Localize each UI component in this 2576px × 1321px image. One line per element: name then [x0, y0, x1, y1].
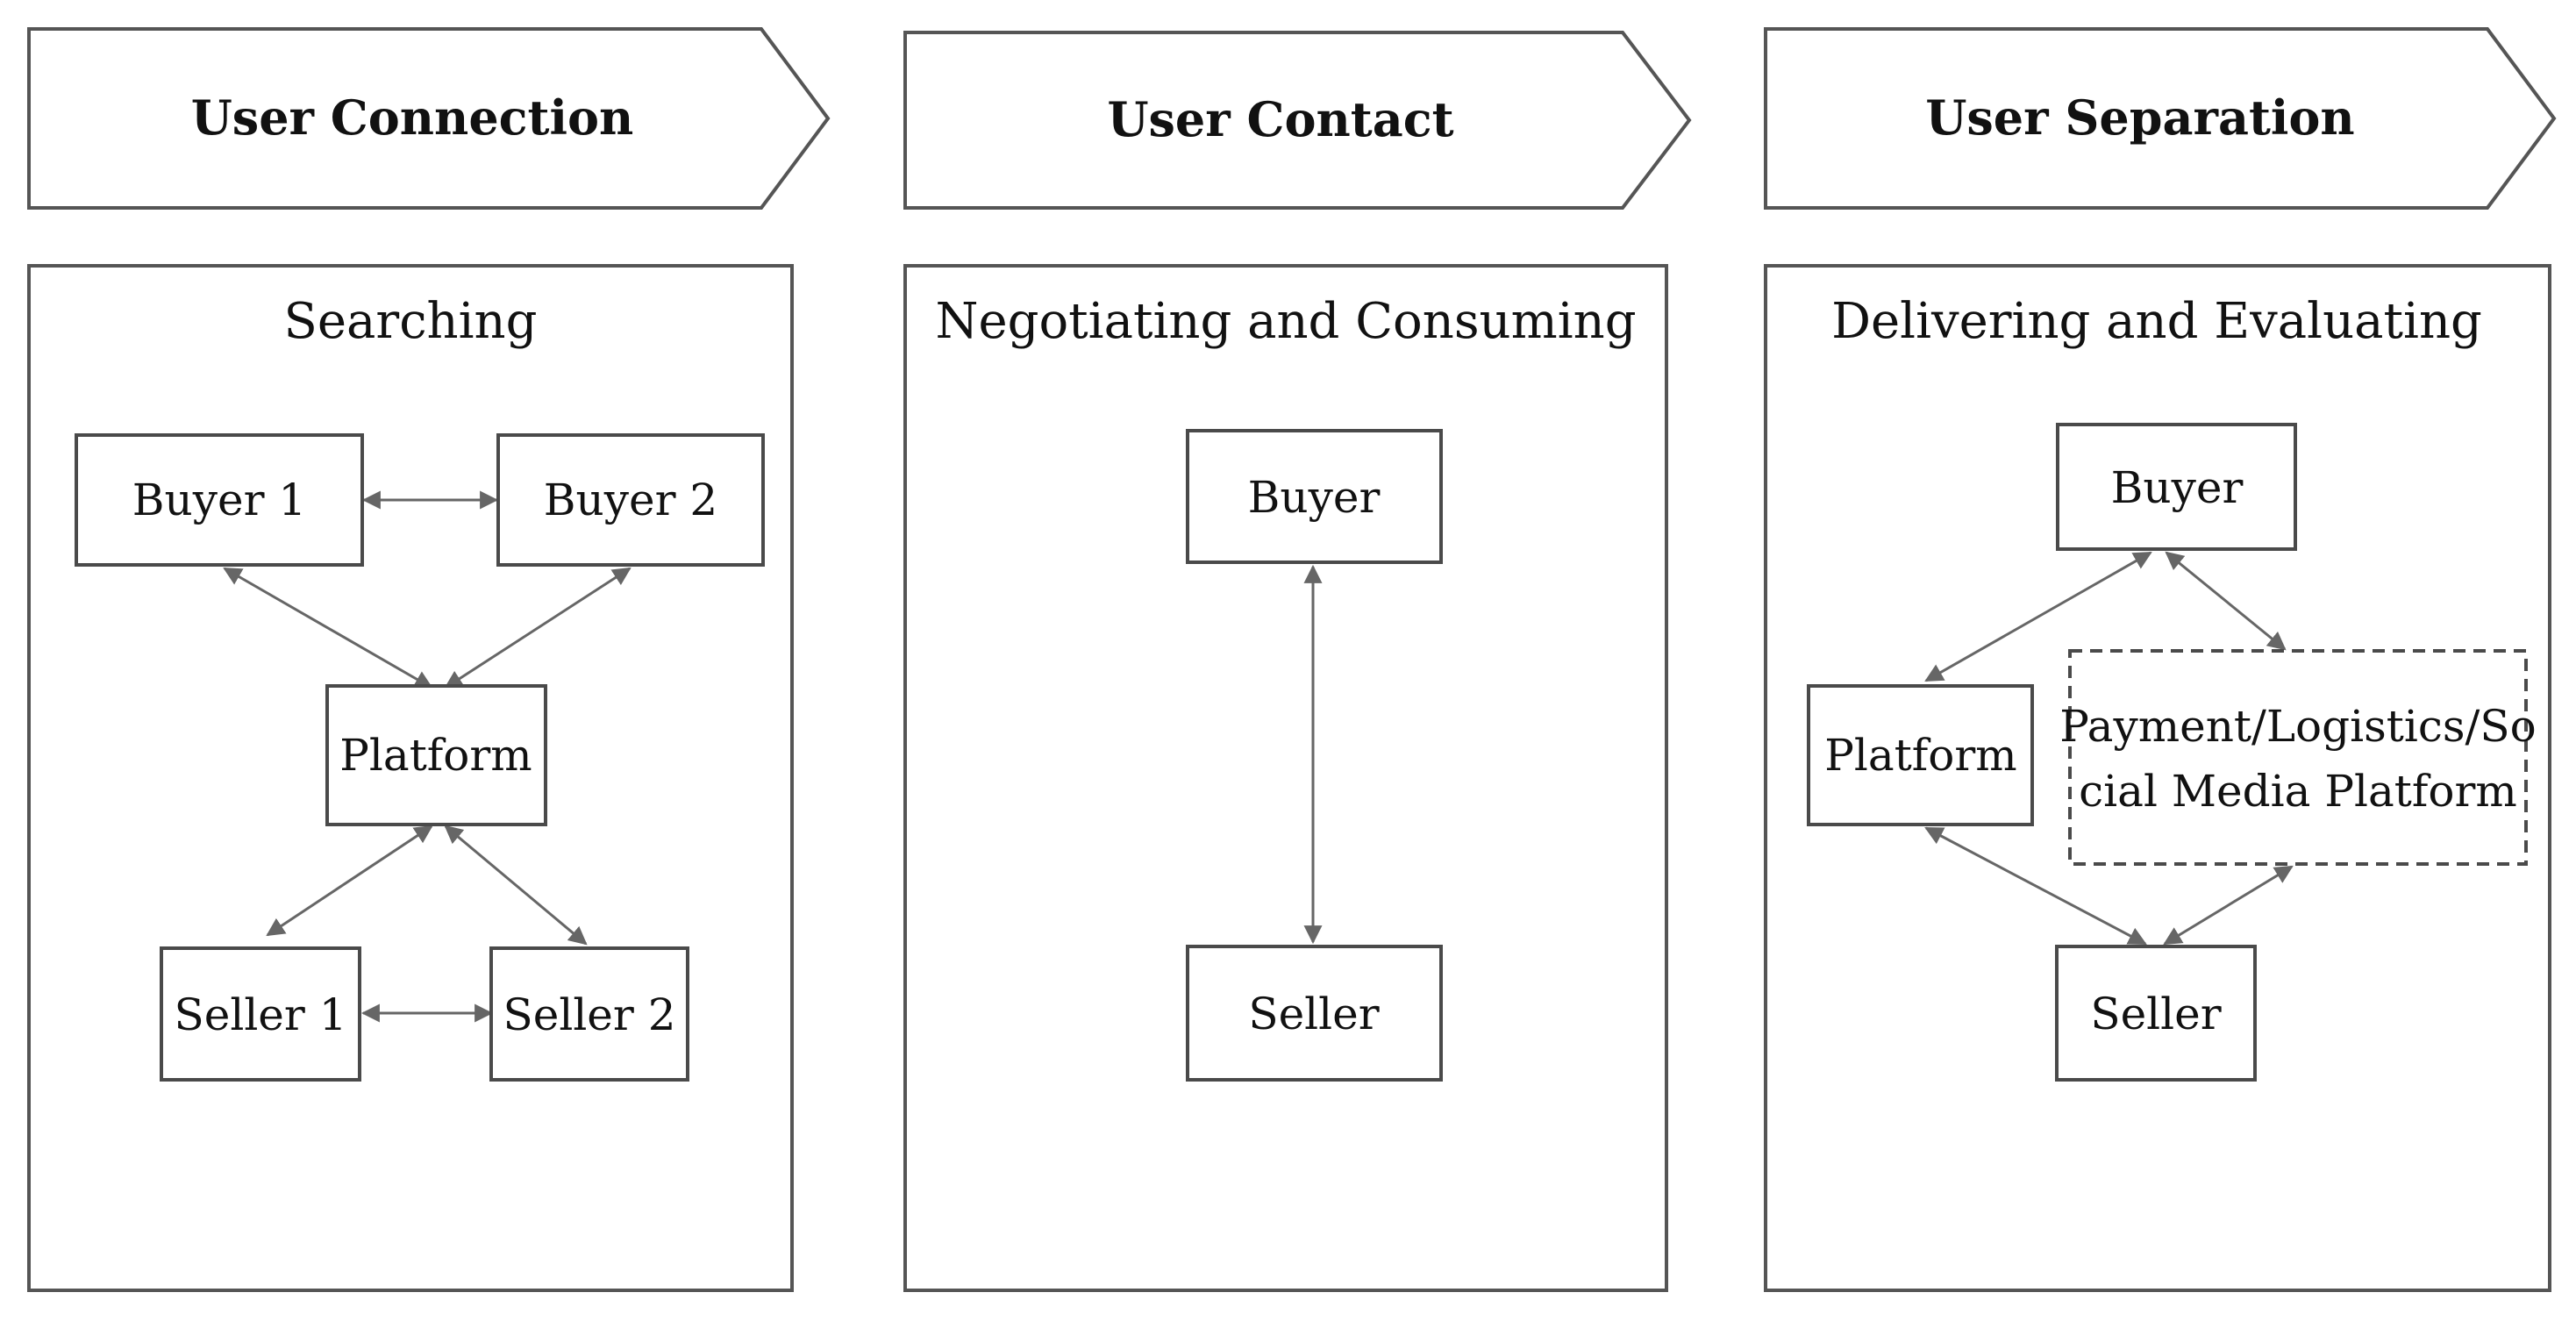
node-payment-logistics-social-media-platform: [2068, 649, 2528, 866]
arrow-buyer-external: [2165, 551, 2287, 651]
stage-header-user-separation: User Separation: [1764, 27, 2557, 210]
node-label: Platform: [339, 730, 532, 781]
node-label: Buyer 2: [544, 475, 717, 525]
panel-title: Searching: [284, 293, 538, 350]
arrow-platform-seller1: [266, 825, 433, 937]
node-seller: [2055, 945, 2257, 1082]
stage-label: User Separation: [1925, 89, 2354, 146]
node-label: Buyer 1: [132, 475, 306, 525]
stage-header-user-contact: User Contact: [903, 31, 1692, 210]
panel-title: Negotiating and Consuming: [935, 293, 1636, 350]
node-seller: [1186, 945, 1443, 1082]
node-label: Seller 1: [174, 989, 346, 1040]
node-platform: [1807, 684, 2034, 826]
node-label: Seller 2: [503, 989, 675, 1040]
panel-title: Delivering and Evaluating: [1831, 293, 2482, 350]
panel-delivering-and-evaluating: Delivering and Evaluating Buyer Platform…: [1764, 264, 2551, 1292]
arrow-buyer-platform: [1924, 551, 2152, 682]
node-label-line-1: Payment/Logistics/So: [2059, 701, 2537, 752]
arrow-external-seller: [2163, 865, 2294, 946]
node-buyer: [1186, 429, 1443, 564]
node-label: Seller: [2090, 989, 2221, 1039]
node-buyer-2: [496, 433, 765, 567]
node-platform: [325, 684, 547, 826]
node-seller-2: [489, 946, 689, 1082]
stage-label: User Contact: [1107, 91, 1453, 147]
arrow-platform-seller2: [444, 825, 588, 946]
node-buyer-1: [75, 433, 364, 567]
panel-searching: Searching Buyer 1 Buyer 2 Platform Selle…: [27, 264, 794, 1292]
stage-header-user-connection: User Connection: [27, 27, 831, 210]
arrow-platform-seller: [1924, 826, 2147, 946]
arrow-buyer1-platform: [223, 567, 433, 689]
panel-negotiating-and-consuming: Negotiating and Consuming Buyer Seller: [903, 264, 1668, 1292]
node-label: Platform: [1824, 730, 2016, 781]
arrow-buyer2-platform: [444, 567, 632, 689]
node-buyer: [2056, 423, 2297, 551]
node-seller-1: [160, 946, 361, 1082]
node-label: Seller: [1248, 989, 1379, 1039]
node-label: Buyer: [2111, 462, 2244, 513]
node-label-line-2: cial Media Platform: [2079, 766, 2517, 817]
stage-label: User Connection: [191, 89, 634, 146]
node-label: Buyer: [1248, 472, 1381, 523]
